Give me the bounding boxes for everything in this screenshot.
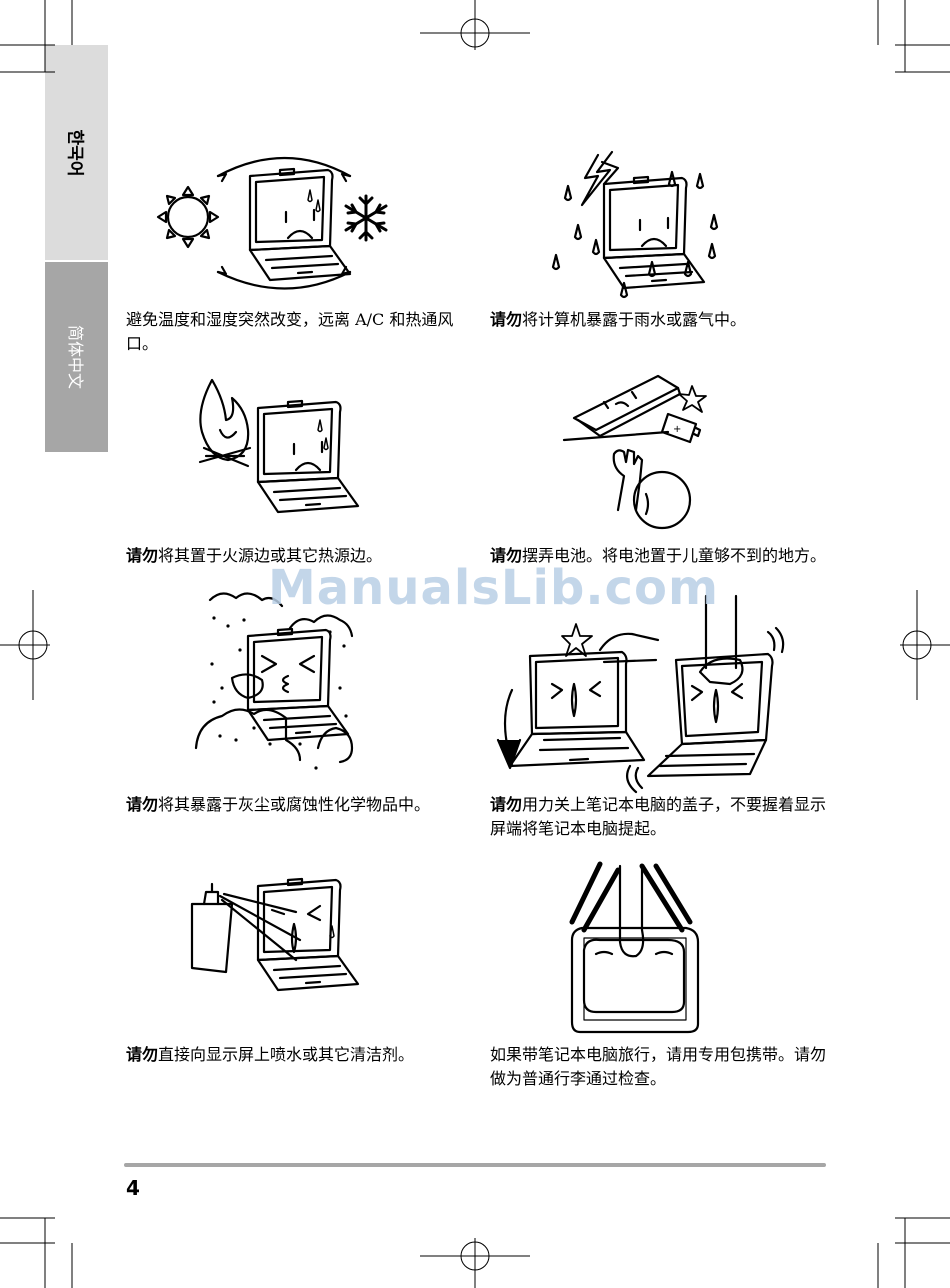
caption-prefix: 请勿 bbox=[490, 546, 522, 565]
spray-illustration bbox=[192, 879, 358, 990]
caption-text: 将其置于火源边或其它热源边。 bbox=[158, 546, 382, 565]
fire-illustration bbox=[200, 380, 358, 512]
battery-illustration: + bbox=[564, 376, 706, 528]
page-number: 4 bbox=[126, 1176, 140, 1200]
rain-illustration bbox=[553, 152, 717, 297]
caption-text: 如果带笔记本电脑旅行，请用专用包携带。请勿做为普通行李通过检查。 bbox=[490, 1045, 826, 1088]
caption-text: 将其暴露于灰尘或腐蚀性化学物品中。 bbox=[158, 795, 430, 814]
caption-prefix: 请勿 bbox=[126, 795, 158, 814]
caption-text: 用力关上笔记本电脑的盖子，不要握着显示屏端将笔记本电脑提起。 bbox=[490, 795, 826, 838]
caption-rain: 请勿将计算机暴露于雨水或露气中。 bbox=[490, 308, 826, 332]
caption-spray: 请勿直接向显示屏上喷水或其它清洁剂。 bbox=[126, 1043, 466, 1067]
caption-prefix: 请勿 bbox=[126, 1045, 158, 1064]
caption-fire: 请勿将其置于火源边或其它热源边。 bbox=[126, 544, 464, 568]
caption-text: 直接向显示屏上喷水或其它清洁剂。 bbox=[158, 1045, 414, 1064]
caption-text: 将计算机暴露于雨水或露气中。 bbox=[522, 310, 746, 329]
carry-bag-illustration bbox=[572, 864, 698, 1032]
caption-travel: 如果带笔记本电脑旅行，请用专用包携带。请勿做为普通行李通过检查。 bbox=[490, 1043, 830, 1091]
lid-handling-illustration bbox=[498, 596, 783, 792]
dust-illustration bbox=[196, 593, 352, 769]
caption-text: 避免温度和湿度突然改变，远离 A/C 和热通风口。 bbox=[126, 310, 453, 353]
caption-dust: 请勿将其暴露于灰尘或腐蚀性化学物品中。 bbox=[126, 793, 466, 817]
caption-prefix: 请勿 bbox=[490, 795, 522, 814]
svg-text:+: + bbox=[673, 424, 681, 435]
watermark: ManualsLib.com bbox=[268, 560, 719, 616]
caption-temperature: 避免温度和湿度突然改变，远离 A/C 和热通风口。 bbox=[126, 308, 464, 356]
temperature-change-illustration bbox=[158, 158, 386, 289]
caption-prefix: 请勿 bbox=[490, 310, 522, 329]
caption-prefix: 请勿 bbox=[126, 546, 158, 565]
caption-lid: 请勿用力关上笔记本电脑的盖子，不要握着显示屏端将笔记本电脑提起。 bbox=[490, 793, 828, 841]
caption-battery: 请勿摆弄电池。将电池置于儿童够不到的地方。 bbox=[490, 544, 828, 568]
caption-text: 摆弄电池。将电池置于儿童够不到的地方。 bbox=[522, 546, 826, 565]
